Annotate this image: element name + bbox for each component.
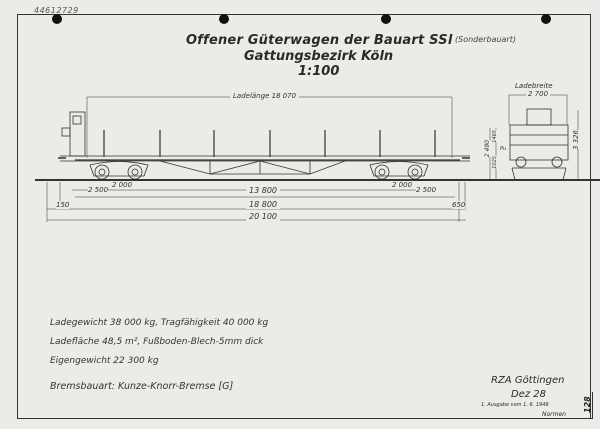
- spec-brake-type: Bremsbauart: Kunze-Knorr-Bremse [G]: [50, 381, 234, 392]
- design-note: (Sonderbauart): [455, 35, 516, 44]
- drawing-title: Offener Güterwagen der Bauart SSl: [186, 33, 453, 48]
- dim-overhang-right: 2 500: [416, 186, 437, 194]
- end-height-total: 3 326: [572, 130, 580, 151]
- end-height-a: 1465: [492, 130, 498, 143]
- drawing-scale: 1:100: [298, 64, 340, 79]
- load-width-label: Ladebreite: [515, 82, 553, 90]
- archive-number: 44612729: [34, 6, 79, 15]
- punch-hole: [381, 14, 391, 24]
- load-width-value: 2 700: [526, 90, 551, 98]
- punch-hole: [541, 14, 551, 24]
- drawing-subtitle: Gattungsbezirk Köln: [244, 49, 394, 64]
- dim-frame-length: 18 800: [246, 200, 280, 209]
- dim-buffer-right: 650: [452, 201, 466, 209]
- sheet-number: 128: [583, 392, 593, 419]
- spec-load-weight: Ladegewicht 38 000 kg, Tragfähigkeit 40 …: [50, 318, 269, 328]
- load-length-label: Ladelänge 18 070: [230, 92, 300, 100]
- end-height-platform: 2 490: [484, 140, 491, 158]
- punch-hole: [219, 14, 229, 24]
- end-height-b: 1025: [492, 156, 498, 169]
- dim-bogie-centers: 13 800: [246, 186, 280, 195]
- dim-buffer-left: 150: [56, 201, 70, 209]
- dim-length-over-buffers: 20 100: [246, 212, 280, 221]
- dim-bogie-wheelbase-right: 2 000: [392, 181, 413, 189]
- spec-tare-weight: Eigengewicht 22 300 kg: [50, 356, 159, 366]
- title-block-edition: 1. Ausgabe vom 1. 6. 1949: [481, 402, 549, 408]
- spec-load-area: Ladefläche 48,5 m², Fußboden-Blech-5mm d…: [50, 337, 264, 347]
- title-block-office: RZA Göttingen: [491, 375, 565, 386]
- end-marker: Pu: [500, 146, 507, 152]
- punch-hole: [52, 14, 62, 24]
- title-block-sheet: Dez 28: [511, 389, 547, 400]
- dim-bogie-wheelbase-left: 2 000: [112, 181, 133, 189]
- dim-overhang-left: 2 500: [88, 186, 109, 194]
- title-block-standard: Normen: [542, 411, 566, 418]
- drawing-frame: [17, 14, 591, 419]
